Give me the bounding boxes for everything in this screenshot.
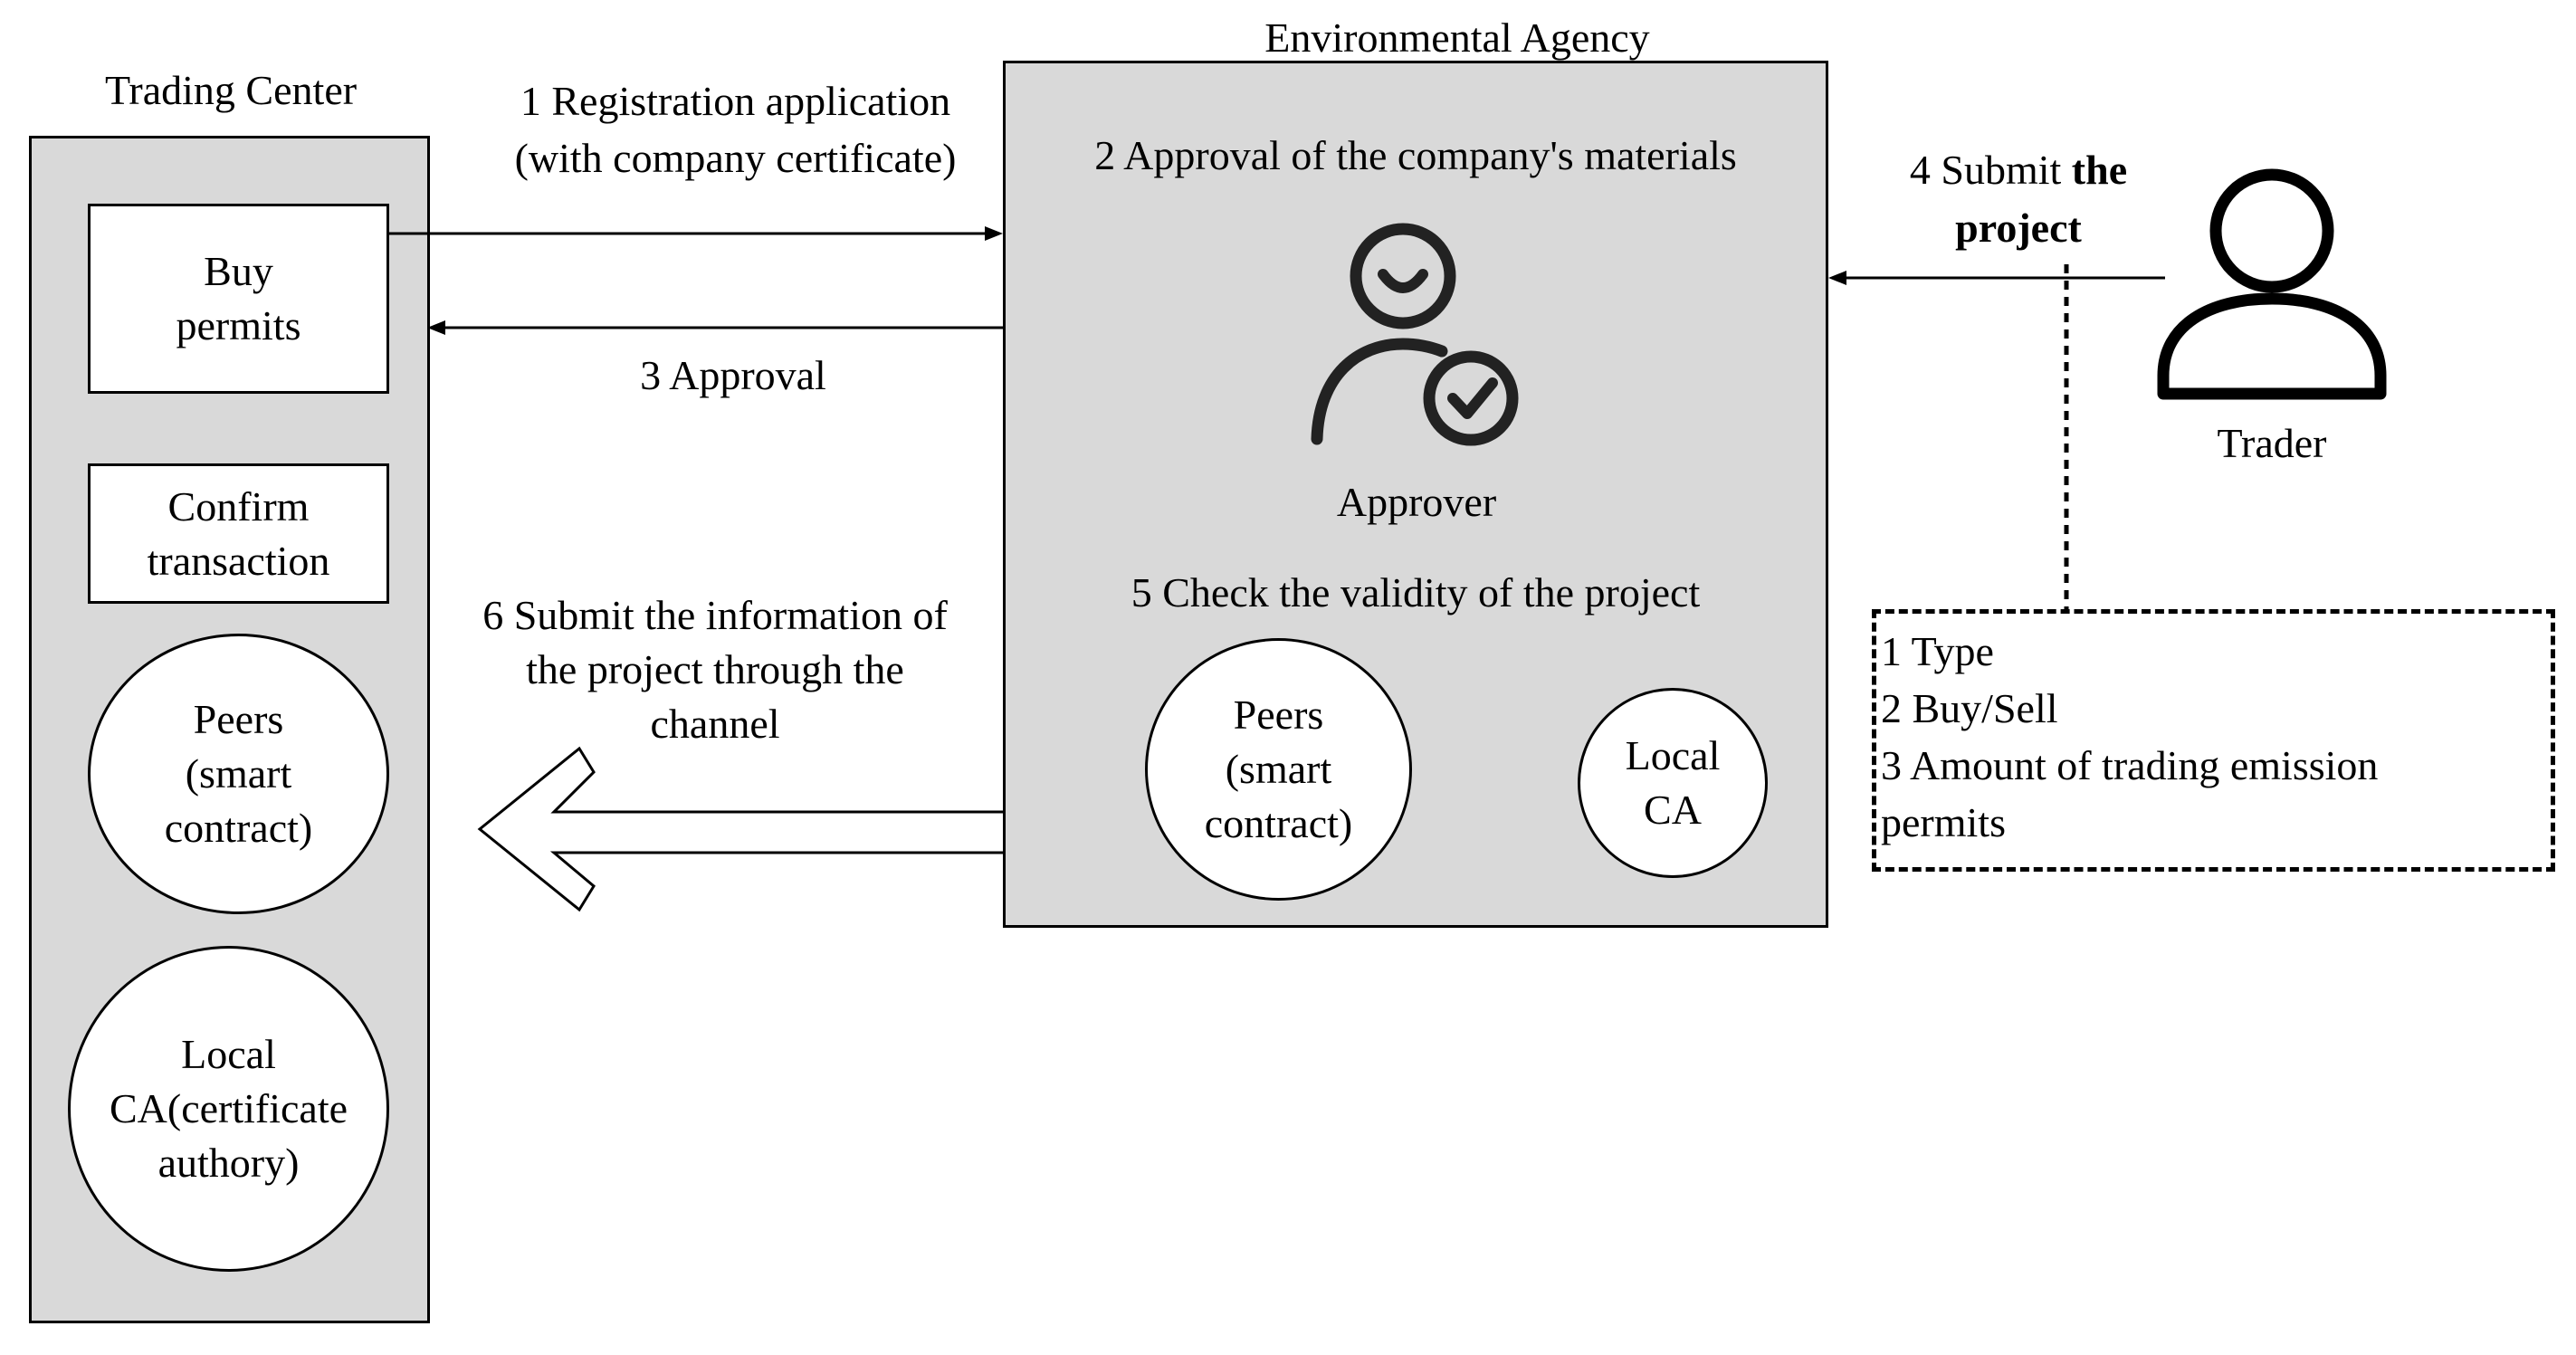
approver-label: Approver — [1336, 479, 1497, 525]
step4-label: 4 Submit the — [1865, 143, 2172, 197]
agency-peers-node: Peers (smart contract) — [1145, 638, 1412, 901]
step4-bold-project: project — [1955, 205, 2082, 251]
step3-arrow — [427, 320, 1003, 335]
step1-label-line2: (with company certificate) — [514, 135, 957, 181]
trading-center-local-ca-node: Local CA(certificate authory) — [68, 946, 389, 1272]
trading-center-title: Trading Center — [104, 67, 358, 113]
confirm-transaction-box: Confirm transaction — [88, 463, 389, 604]
step4-label-line2: project — [1865, 201, 2172, 255]
step5-label: 5 Check the validity of the project — [1131, 569, 1701, 615]
step6-label: 6 Submit the information of the project … — [482, 592, 948, 747]
approver-icon — [1311, 223, 1519, 446]
project-field-buy-sell: 2 Buy/Sell — [1881, 685, 2058, 731]
step4-bold-the: the — [2071, 147, 2128, 193]
step4-text: 4 Submit — [1909, 147, 2072, 193]
trading-center-peers-node: Peers (smart contract) — [88, 634, 389, 914]
step3-label: 3 Approval — [640, 352, 826, 398]
step4-arrow — [1828, 271, 2165, 285]
agency-local-ca-node: Local CA — [1578, 688, 1768, 878]
step1-arrow — [389, 226, 1003, 241]
buy-permits-box: Buy permits — [88, 204, 389, 394]
step6-channel-arrow-outline — [477, 746, 1003, 912]
project-field-type: 1 Type — [1881, 628, 1994, 674]
trader-icon — [2157, 168, 2387, 400]
step2-label: 2 Approval of the company's materials — [1094, 132, 1737, 178]
project-fields-box — [1872, 609, 2555, 872]
environmental-agency-title: Environmental Agency — [1264, 14, 1650, 61]
project-field-amount: 3 Amount of trading emission — [1881, 742, 2379, 788]
step1-label-line1: 1 Registration application — [520, 78, 951, 124]
project-field-permits: permits — [1881, 799, 2006, 845]
trader-label: Trader — [2217, 420, 2327, 466]
